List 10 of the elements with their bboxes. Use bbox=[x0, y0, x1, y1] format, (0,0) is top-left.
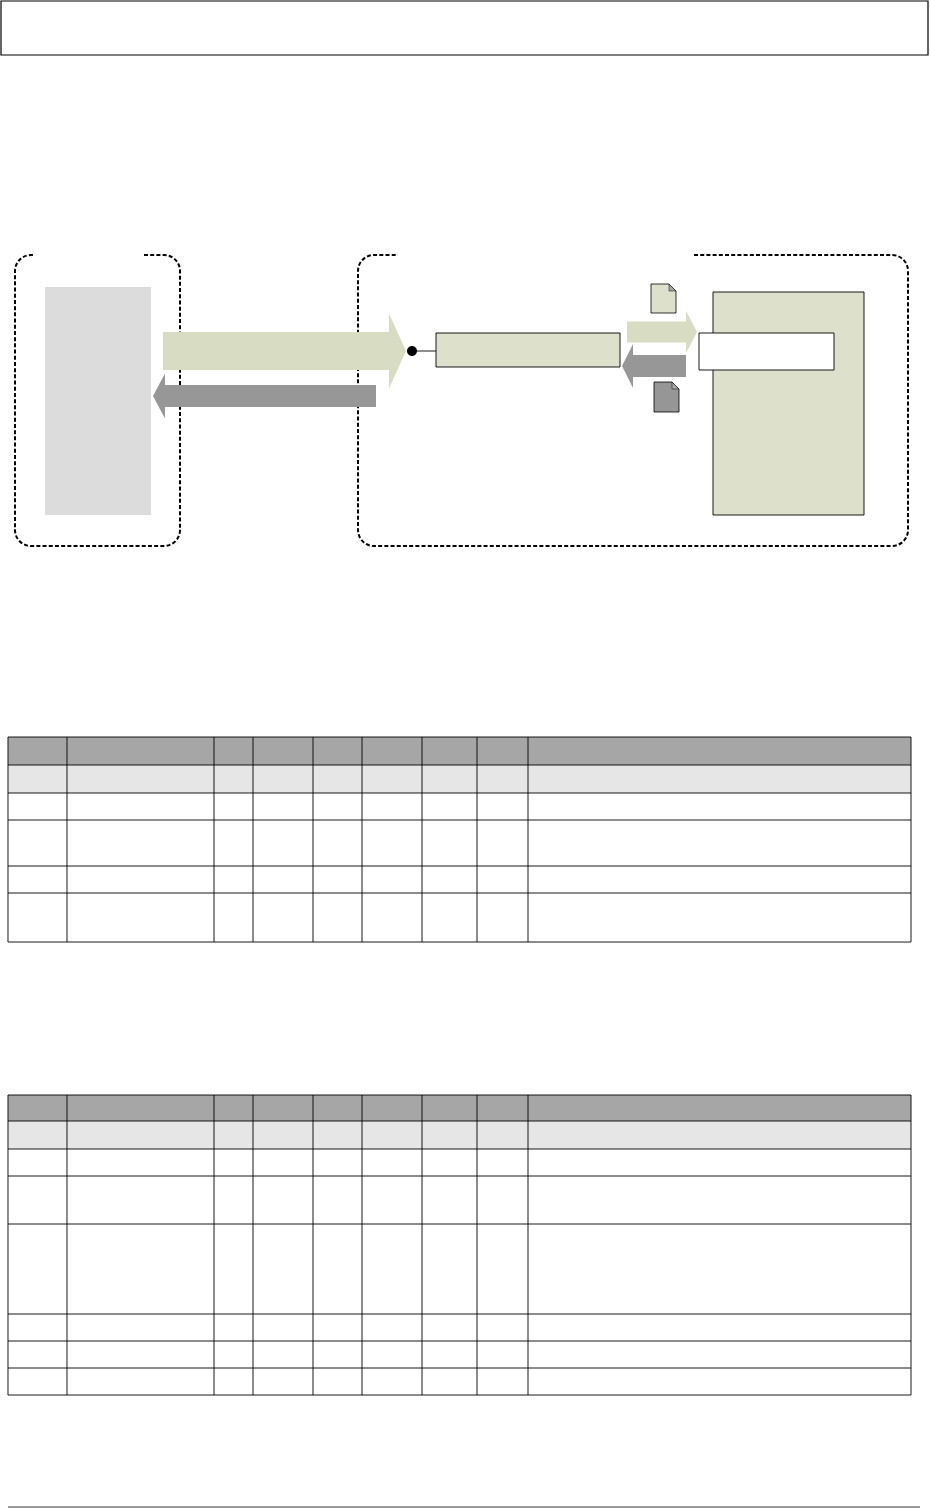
block-arrow bbox=[622, 344, 686, 388]
process-box bbox=[435, 332, 621, 368]
block-arrow bbox=[627, 311, 697, 353]
block-arrow bbox=[163, 313, 406, 389]
block-arrow bbox=[153, 373, 376, 419]
panel-box bbox=[45, 287, 151, 515]
connector-line bbox=[416, 350, 437, 352]
dashed-region bbox=[357, 254, 909, 547]
label-box bbox=[698, 332, 835, 371]
dashed-region bbox=[14, 254, 181, 547]
